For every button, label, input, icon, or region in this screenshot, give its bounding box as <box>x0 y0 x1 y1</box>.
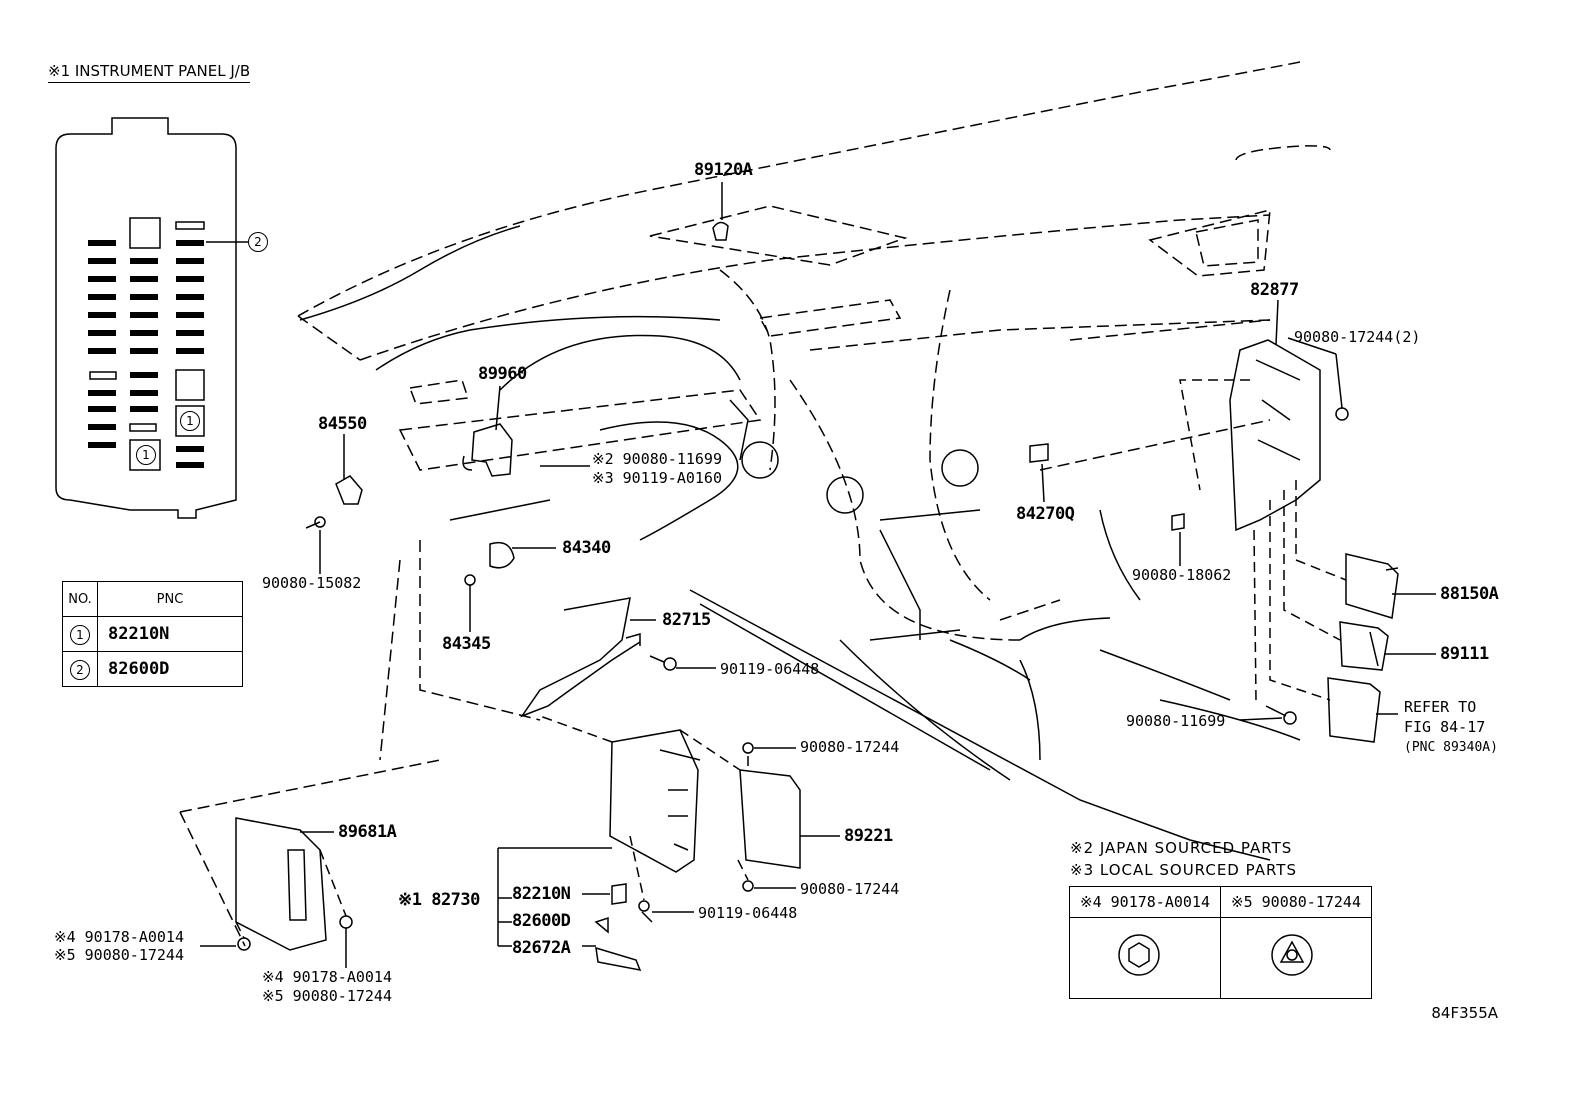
part-label-90080-17244-bottom: ※5 90080-17244 <box>262 987 392 1005</box>
part-label-90119-A0160: ※3 90119-A0160 <box>592 469 722 487</box>
pnc-row: 1 82210N <box>62 616 243 652</box>
part-label-90119-06448-upper: 90119-06448 <box>720 660 820 678</box>
leader-lines <box>200 182 1436 968</box>
pnc-row-no: 2 <box>70 659 90 680</box>
part-label-90178-A0014-bottom: ※4 90178-A0014 <box>262 968 392 986</box>
part-label-89120A: 89120A <box>694 160 753 180</box>
part-label-89221: 89221 <box>844 826 893 846</box>
pnc-row: 2 82600D <box>62 651 243 687</box>
pnc-row-value: 82600D <box>97 651 243 687</box>
part-label-90119-06448-lower: 90119-06448 <box>698 904 798 922</box>
flange-nut-icon-cell <box>1220 917 1372 999</box>
part-label-84340: 84340 <box>562 538 611 558</box>
part-label-84270Q: 84270Q <box>1016 504 1075 524</box>
part-label-82730: ※1 82730 <box>398 890 480 910</box>
jb-callout-1b: 1 <box>136 445 156 465</box>
part-label-82877: 82877 <box>1250 280 1299 300</box>
note-japan-sourced: ※2 JAPAN SOURCED PARTS <box>1070 839 1293 857</box>
nut-header-4: ※4 90178-A0014 <box>1069 886 1221 918</box>
part-connectors <box>235 379 1347 939</box>
part-label-82672A: 82672A <box>512 938 571 958</box>
part-label-84345: 84345 <box>442 634 491 654</box>
part-label-82210N: 82210N <box>512 884 571 904</box>
part-label-90080-11699-japan: ※2 90080-11699 <box>592 450 722 468</box>
jb-callout-1a: 1 <box>180 411 200 431</box>
part-label-90080-15082: 90080-15082 <box>262 574 362 592</box>
pnc-header-no: NO. <box>62 581 98 617</box>
pnc-header-pnc: PNC <box>97 581 243 617</box>
pnc-row-no: 1 <box>70 624 90 645</box>
junction-block-drawing <box>55 117 248 519</box>
part-label-88150A: 88150A <box>1440 584 1499 604</box>
nut-header-5: ※5 90080-17244 <box>1220 886 1372 918</box>
part-label-90080-17244-2: 90080-17244(2) <box>1294 328 1421 346</box>
junction-block-title: ※1 INSTRUMENT PANEL J/B <box>48 62 251 83</box>
part-label-89681A: 89681A <box>338 822 397 842</box>
jb-callout-2: 2 <box>248 232 268 252</box>
refer-to-line-2: FIG 84-17 <box>1404 718 1486 736</box>
part-label-82715: 82715 <box>662 610 711 630</box>
pnc-table: NO. PNC 1 82210N 2 82600D <box>62 581 243 687</box>
pnc-header-row: NO. PNC <box>62 581 243 617</box>
refer-to-line-1: REFER TO <box>1404 698 1477 716</box>
refer-to-line-3: (PNC 89340A) <box>1404 740 1498 755</box>
part-label-90080-17244-lower: 90080-17244 <box>800 880 900 898</box>
part-drawings <box>235 221 1399 971</box>
interior-lines <box>299 225 1301 861</box>
pnc-row-value: 82210N <box>97 616 243 652</box>
part-label-90080-17244-upper: 90080-17244 <box>800 738 900 756</box>
part-label-90080-17244-left: ※5 90080-17244 <box>54 946 184 964</box>
part-label-84550: 84550 <box>318 414 367 434</box>
part-label-90080-18062: 90080-18062 <box>1132 566 1232 584</box>
part-label-89960: 89960 <box>478 364 527 384</box>
part-label-82600D: 82600D <box>512 911 571 931</box>
part-label-90080-11699: 90080-11699 <box>1126 712 1226 730</box>
figure-code: 84F355A <box>1431 1004 1498 1022</box>
part-label-89111: 89111 <box>1440 644 1489 664</box>
part-label-90178-A0014-left: ※4 90178-A0014 <box>54 928 184 946</box>
nut-legend-table: ※4 90178-A0014 ※5 90080-17244 <box>1069 886 1372 999</box>
note-local-sourced: ※3 LOCAL SOURCED PARTS <box>1070 861 1297 879</box>
hex-nut-icon-cell <box>1069 917 1221 999</box>
